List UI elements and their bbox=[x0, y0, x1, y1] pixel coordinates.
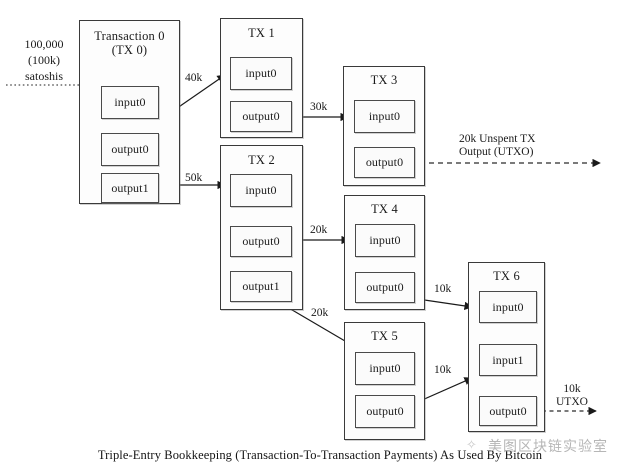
slot-label: output0 bbox=[242, 234, 280, 248]
transaction-title-tx0: Transaction 0 (TX 0) bbox=[94, 29, 165, 57]
slot-tx4-input0[interactable]: input0 bbox=[355, 224, 415, 257]
watermark-text: 美图区块链实验室 bbox=[488, 439, 608, 455]
slot-tx1-output0[interactable]: output0 bbox=[230, 101, 292, 132]
flow-label-40k: 40k bbox=[185, 72, 203, 84]
diagram-caption: Triple-Entry Bookkeeping (Transaction-To… bbox=[97, 448, 543, 462]
transaction-box-tx2[interactable]: TX 2 input0 output0 output1 bbox=[220, 145, 303, 310]
slot-tx2-output1[interactable]: output1 bbox=[230, 271, 292, 302]
transaction-box-tx0[interactable]: Transaction 0 (TX 0) input0 output0 outp… bbox=[79, 20, 180, 204]
transaction-box-tx6[interactable]: TX 6 input0 input1 output0 bbox=[468, 262, 545, 432]
slot-label: output1 bbox=[242, 279, 280, 293]
slot-label: output0 bbox=[366, 404, 404, 418]
slot-label: input0 bbox=[245, 183, 277, 197]
slot-tx2-input0[interactable]: input0 bbox=[230, 174, 292, 207]
slot-tx5-input0[interactable]: input0 bbox=[355, 352, 415, 385]
transaction-box-tx1[interactable]: TX 1 input0 output0 bbox=[220, 18, 303, 138]
slot-label: output0 bbox=[111, 142, 149, 156]
flow-label-10k-tx6-input0: 10k bbox=[434, 283, 452, 295]
slot-tx0-output0[interactable]: output0 bbox=[101, 133, 159, 166]
flow-label-50k: 50k bbox=[185, 172, 203, 184]
slot-tx3-output0[interactable]: output0 bbox=[354, 147, 415, 178]
transaction-title-tx4: TX 4 bbox=[371, 202, 398, 216]
source-amount-label: 100,000 (100k) satoshis bbox=[24, 37, 64, 83]
slot-label: output0 bbox=[366, 280, 404, 294]
watermark-sparkle-icon: ✧ bbox=[466, 438, 477, 453]
slot-label: output0 bbox=[242, 109, 280, 123]
flow-label-30k: 30k bbox=[310, 101, 328, 113]
slot-tx5-output0[interactable]: output0 bbox=[355, 395, 415, 428]
slot-label: output1 bbox=[111, 180, 149, 195]
flow-label-utxo-20k: 20k Unspent TX Output (UTXO) bbox=[459, 133, 536, 158]
transaction-title-tx5: TX 5 bbox=[371, 329, 398, 343]
transaction-box-tx3[interactable]: TX 3 input0 output0 bbox=[343, 66, 425, 186]
flow-label-utxo-10k: 10k UTXO bbox=[556, 383, 588, 408]
transaction-box-tx4[interactable]: TX 4 input0 output0 bbox=[344, 195, 425, 310]
slot-tx0-output1[interactable]: output1 bbox=[101, 173, 159, 203]
slot-tx6-input0[interactable]: input0 bbox=[479, 291, 537, 323]
flow-label-10k-tx6-input1: 10k bbox=[434, 364, 452, 376]
transaction-box-tx5[interactable]: TX 5 input0 output0 bbox=[344, 322, 425, 440]
flow-label-20k-tx5: 20k bbox=[311, 307, 329, 319]
slot-label: input0 bbox=[114, 95, 146, 109]
slot-label: input0 bbox=[368, 109, 401, 123]
slot-tx3-input0[interactable]: input0 bbox=[354, 100, 415, 133]
slot-tx4-output0[interactable]: output0 bbox=[355, 272, 415, 303]
slot-label: input0 bbox=[369, 361, 401, 375]
flow-label-20k-tx4: 20k bbox=[310, 224, 328, 236]
transaction-title-tx1: TX 1 bbox=[248, 26, 275, 40]
slot-label: output0 bbox=[489, 403, 527, 418]
slot-tx6-output0[interactable]: output0 bbox=[479, 396, 537, 426]
slot-label: input0 bbox=[492, 299, 524, 314]
slot-tx2-output0[interactable]: output0 bbox=[230, 226, 292, 257]
slot-tx6-input1[interactable]: input1 bbox=[479, 344, 537, 376]
slot-tx0-input0[interactable]: input0 bbox=[101, 86, 159, 119]
transaction-title-tx3: TX 3 bbox=[370, 73, 398, 87]
slot-label: input1 bbox=[492, 352, 524, 367]
transaction-title-tx6: TX 6 bbox=[493, 269, 520, 283]
slot-label: output0 bbox=[365, 155, 404, 169]
transaction-title-tx2: TX 2 bbox=[248, 153, 275, 167]
slot-label: input0 bbox=[369, 233, 401, 247]
slot-label: input0 bbox=[245, 66, 277, 80]
slot-tx1-input0[interactable]: input0 bbox=[230, 57, 292, 90]
